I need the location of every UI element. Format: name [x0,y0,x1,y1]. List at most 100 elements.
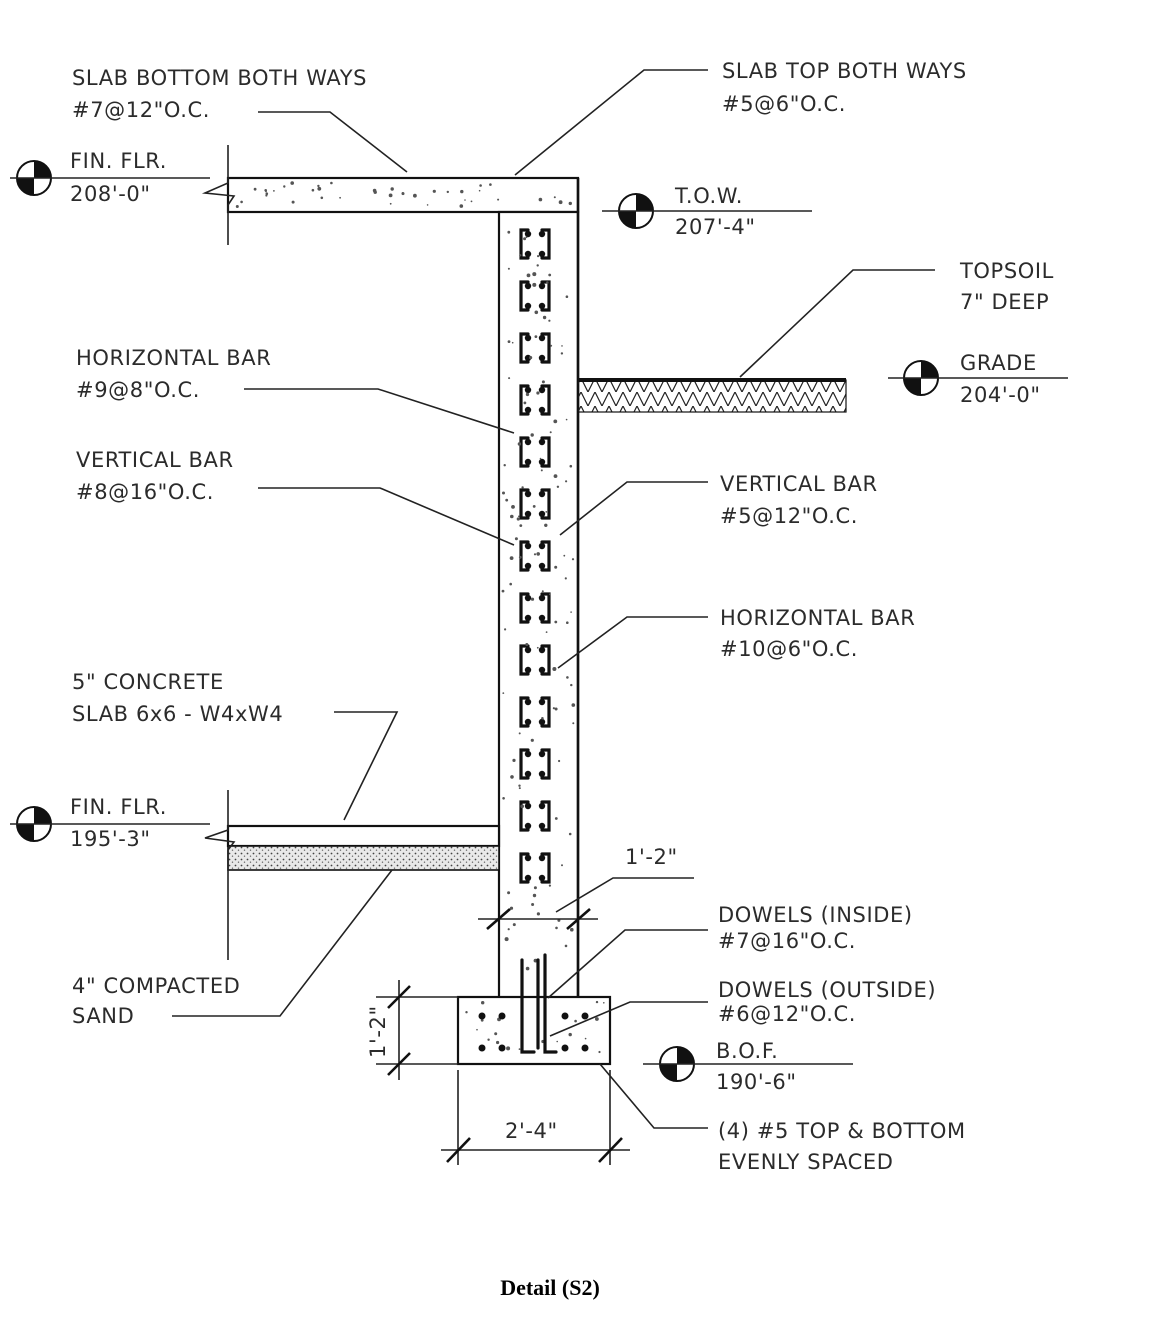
rebar-dot [524,386,532,394]
label-horiz-bar-inside-l2: #9@8"O.C. [76,378,200,402]
concrete-speck [502,797,505,800]
concrete-speck [290,181,295,185]
concrete-speck [506,1046,511,1051]
concrete-speck [518,555,522,559]
rebar-outside-bracket [540,696,551,728]
concrete-speck [517,442,522,446]
rebar-dot [524,562,532,570]
concrete-speck [533,553,537,556]
concrete-speck [240,200,243,204]
label-tow-l2: 207'-4" [675,215,756,239]
concrete-speck [235,205,239,208]
concrete-speck [446,190,449,194]
concrete-speck [401,192,405,196]
rebar-inside-bracket [519,644,530,676]
concrete-speck [525,643,529,646]
footing [456,995,612,1066]
rebar-dot [524,802,532,810]
concrete-speck [550,344,553,347]
concrete-speck [556,485,560,488]
label-vert-bar-inside-l1: VERTICAL BAR [76,448,234,472]
concrete-speck [497,198,500,201]
concrete-speck [541,380,545,384]
topsoil-layer [577,378,847,413]
rebar-inside-bracket [519,332,530,364]
rebar-outside-bracket [540,332,551,364]
rebar-dot [524,458,532,466]
label-slab-top-l1: SLAB TOP BOTH WAYS [722,59,967,83]
concrete-speck [478,189,481,192]
rebar-dot [538,698,546,706]
concrete-speck [388,193,393,198]
concrete-speck [558,759,561,763]
wall [497,178,580,1000]
label-concrete-slab-l1: 5" CONCRETE [72,670,224,694]
concrete-speck [518,1048,521,1050]
rebar-dot [538,302,546,310]
concrete-speck [568,1032,572,1037]
concrete-speck [507,340,511,343]
concrete-speck [509,906,514,910]
concrete-speck [552,707,556,710]
rebar-dot [538,854,546,862]
label-vert-bar-inside-l2: #8@16"O.C. [76,480,214,504]
concrete-speck [545,631,548,633]
concrete-speck [568,832,572,836]
rebar-dot [538,594,546,602]
concrete-speck [565,418,568,421]
concrete-speck [512,758,516,763]
concrete-speck [548,884,552,887]
rebar-outside-bracket [540,228,551,260]
label-footing-bars-l1: (4) #5 TOP & BOTTOM [718,1119,966,1143]
detail-caption: Detail (S2) [500,1275,600,1300]
concrete-speck [523,401,527,405]
rebar-dot [524,542,532,550]
concrete-speck [514,537,518,541]
concrete-speck [532,893,537,898]
concrete-speck [516,517,520,521]
concrete-speck [501,589,505,593]
elev-marker-grade [888,360,1068,396]
label-fin-flr-lower-l2: 195'-3" [70,827,151,851]
label-footing-width: 2'-4" [505,1119,558,1143]
rebar-dot [524,250,532,258]
concrete-speck [561,345,563,347]
concrete-speck [538,197,543,202]
concrete-speck [571,558,575,561]
concrete-speck [525,236,528,239]
concrete-speck [536,552,540,556]
concrete-speck [503,464,506,467]
label-grade-l1: GRADE [960,351,1037,375]
concrete-speck [518,732,521,735]
concrete-speck [465,1011,468,1014]
concrete-speck [519,524,523,527]
concrete-speck [509,582,512,586]
label-slab-top-l2: #5@6"O.C. [722,92,846,116]
label-fin-flr-upper-l1: FIN. FLR. [70,149,167,173]
concrete-speck [529,356,533,360]
label-footing-depth: 1'-2" [366,1005,390,1058]
break-line-lower [204,790,236,960]
concrete-speck [561,864,563,867]
rebar-dot [538,354,546,362]
concrete-speck [510,514,514,519]
concrete-speck [595,1017,599,1021]
concrete-speck [570,683,573,687]
concrete-speck [554,620,558,624]
concrete-speck [330,181,333,185]
concrete-speck [507,267,510,270]
rebar-dot [524,854,532,862]
concrete-speck [570,927,574,932]
lower-slab [226,824,501,848]
label-wall-thickness: 1'-2" [625,845,678,869]
concrete-speck [265,194,268,197]
rebar-outside-bracket [540,592,551,624]
concrete-speck [518,515,520,518]
concrete-speck [553,419,558,424]
label-topsoil-l2: 7" DEEP [960,290,1049,314]
concrete-speck [548,319,551,322]
concrete-speck [531,903,535,906]
dowels [520,953,558,1054]
label-topsoil-l1: TOPSOIL [959,259,1054,283]
